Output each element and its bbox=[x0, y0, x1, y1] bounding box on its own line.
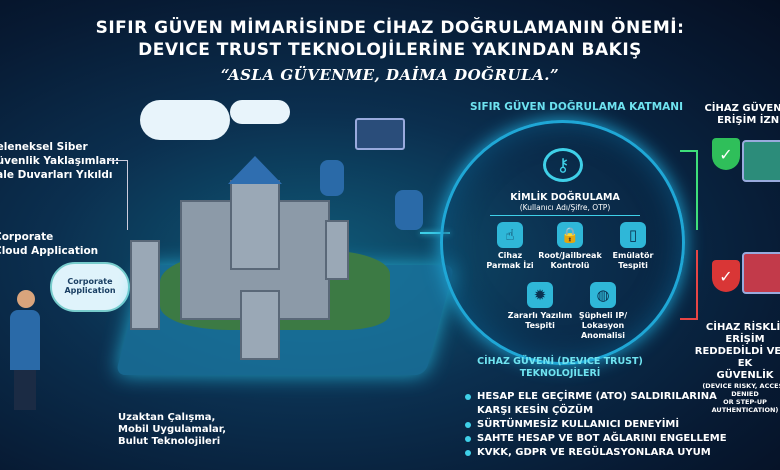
benefit-item: HESAP ELE GEÇİRME (ATO) SALDIRILARINA bbox=[465, 390, 727, 404]
lock-icon: 🔒 bbox=[557, 222, 583, 248]
user-key-icon: ⚷ bbox=[543, 148, 583, 182]
deny-label: CİHAZ RİSKLİ, ERİŞİM REDDEDİLDİ VEYA EK … bbox=[694, 322, 780, 414]
cloud-icon bbox=[230, 100, 290, 124]
title-line-1: SIFIR GÜVEN MİMARİSİNDE CİHAZ DOĞRULAMAN… bbox=[95, 18, 685, 38]
identity-block: KİMLİK DOĞRULAMA (Kullanıcı Adı/Şifre, O… bbox=[500, 192, 630, 212]
world-map-icon: ◍ bbox=[590, 282, 616, 308]
corporate-label: CorporateCloud Application bbox=[0, 231, 99, 257]
allow-arrow bbox=[680, 150, 698, 230]
quote: “ASLA GÜVENME, DAİMA DOĞRULA.” bbox=[220, 66, 560, 84]
cloud-icon bbox=[140, 100, 230, 140]
tower bbox=[240, 290, 280, 360]
virus-icon: ✹ bbox=[527, 282, 553, 308]
benefit-item-cont: KARŞI KESİN ÇÖZÜM bbox=[477, 405, 594, 416]
person-icon bbox=[395, 190, 423, 230]
title-line-2: DEVICE TRUST TEKNOLOJİLERİNE YAKINDAN BA… bbox=[138, 40, 642, 60]
benefit-item: SAHTE HESAP VE BOT AĞLARINI ENGELLEME bbox=[465, 432, 727, 446]
connector-line bbox=[108, 160, 128, 230]
allow-label: CİHAZ GÜVENLİ,ERİŞİM İZNİ bbox=[704, 103, 780, 126]
divider bbox=[490, 215, 640, 216]
tower bbox=[130, 240, 160, 330]
fingerprint-icon: ☝ bbox=[497, 222, 523, 248]
laptop-denied-icon bbox=[742, 252, 780, 294]
layer-title: SIFIR GÜVEN DOĞRULAMA KATMANI bbox=[470, 101, 683, 113]
shield-risk-icon: ✓ bbox=[712, 260, 740, 292]
castle-keep bbox=[230, 180, 280, 270]
laptop-allowed-icon bbox=[742, 140, 780, 182]
trust-title: CİHAZ GÜVENİ (DEVICE TRUST)TEKNOLOJİLERİ bbox=[477, 356, 643, 379]
shield-check-icon: ✓ bbox=[712, 138, 740, 170]
remote-label: Uzaktan Çalışma,Mobil Uygulamalar,Bulut … bbox=[118, 412, 227, 447]
benefit-list: HESAP ELE GEÇİRME (ATO) SALDIRILARINA KA… bbox=[465, 390, 727, 460]
phone-icon: ▯ bbox=[620, 222, 646, 248]
tower bbox=[325, 220, 349, 280]
verification-circle bbox=[440, 120, 685, 365]
feature-ip-anomaly: ◍Şüpheli IP/Lokasyon Anomalisi bbox=[568, 282, 638, 341]
person-icon bbox=[320, 160, 344, 196]
laptop-icon bbox=[355, 118, 405, 150]
identity-sub: (Kullanıcı Adı/Şifre, OTP) bbox=[519, 203, 611, 212]
deny-arrow bbox=[680, 250, 698, 320]
castle-roof bbox=[228, 156, 282, 184]
person-icon bbox=[10, 290, 42, 410]
benefit-item: SÜRTÜNMESİZ KULLANICI DENEYİMİ bbox=[465, 418, 727, 432]
cloud-app-icon: Corporate Application bbox=[50, 262, 130, 312]
benefit-item: KVKK, GDPR VE REGÜLASYONLARA UYUM bbox=[465, 446, 727, 460]
arrow-line bbox=[420, 232, 450, 234]
identity-title: KİMLİK DOĞRULAMA bbox=[510, 192, 620, 203]
